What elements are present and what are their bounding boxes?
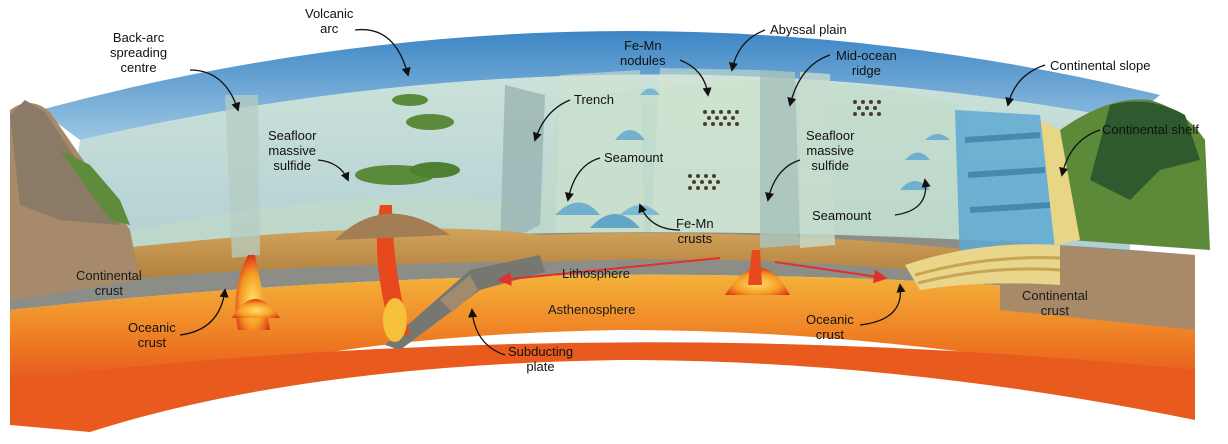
callout-subducting-plate [468, 308, 506, 356]
ridge-conduit [748, 250, 762, 285]
asthenosphere-layer [10, 274, 1195, 410]
seamount [555, 202, 600, 215]
continental-shelf-sand [1040, 120, 1080, 245]
continental-slope [955, 110, 1055, 265]
right-forest-dark [1090, 101, 1200, 200]
seamount [905, 152, 930, 160]
callout-abyssal-plain [728, 29, 766, 72]
label-oceanic-crust-right: Oceanic crust [806, 312, 854, 342]
label-trench: Trench [574, 92, 614, 107]
abyssal-panel [650, 68, 760, 245]
callout-fe-mn-crusts [638, 203, 681, 231]
label-mid-ocean-ridge: Mid-ocean ridge [836, 48, 897, 78]
label-abyssal-plain: Abyssal plain [770, 22, 847, 37]
label-seamount-right: Seamount [812, 208, 872, 223]
callout-sulfide-left [317, 159, 350, 182]
label-continental-slope: Continental slope [1050, 58, 1151, 73]
callout-oceanic-crust-right [859, 283, 906, 326]
back-arc-rift [225, 95, 260, 258]
label-volcanic-arc: Volcanic arc [305, 6, 354, 36]
plate-motion-arrow [497, 257, 721, 286]
label-lithosphere: Lithosphere [562, 266, 630, 281]
fe-mn-nodules-field [688, 174, 720, 190]
oceanic-crust-layer [60, 228, 1100, 290]
label-asthenosphere: Asthenosphere [548, 302, 636, 317]
mantle-lower [10, 342, 1195, 432]
seamount [590, 214, 640, 228]
slope-ridge [967, 167, 1046, 178]
seamount [615, 130, 645, 140]
plate-motion-arrow [774, 261, 888, 284]
callout-back-arc [189, 69, 241, 112]
seamount [925, 134, 950, 140]
callout-seamount-right [894, 178, 931, 216]
island [392, 94, 428, 106]
mid-ocean-ridge-band [760, 70, 800, 248]
arc-magma-chamber [383, 298, 407, 342]
ocean-surface [40, 31, 1160, 140]
label-seamount-center: Seamount [604, 150, 664, 165]
subducting-plate-front [440, 275, 478, 312]
back-arc-lava-pool [232, 299, 280, 318]
volcanic-arc-mound [335, 213, 450, 240]
label-continental-crust-right: Continental crust [1022, 288, 1088, 318]
callout-continental-shelf [1059, 129, 1101, 177]
callout-mid-ocean-ridge [787, 54, 831, 107]
callout-seamount-center [564, 157, 601, 202]
island [406, 114, 454, 130]
trench-wall [500, 85, 545, 245]
fe-mn-nodules-field [853, 100, 881, 116]
label-seafloor-sulfide-left: Seafloor massive sulfide [268, 128, 317, 173]
slope-ridge [969, 202, 1051, 213]
label-subducting-plate: Subducting plate [508, 344, 574, 374]
label-fe-mn-crusts: Fe-Mn crusts [676, 216, 714, 246]
callout-volcanic-arc [354, 28, 411, 77]
callout-trench [532, 99, 571, 142]
label-back-arc: Back-arc spreading centre [110, 30, 168, 75]
island [410, 162, 460, 178]
callout-continental-slope [1005, 64, 1046, 107]
label-continental-crust-left: Continental crust [76, 268, 142, 298]
sediment-stripe [914, 256, 1061, 277]
label-seafloor-sulfide-right: Seafloor massive sulfide [806, 128, 855, 173]
label-continental-shelf: Continental shelf [1102, 122, 1199, 137]
mid-ocean-ridge-band [800, 72, 835, 248]
callout-fe-mn-nodules [679, 59, 712, 97]
callout-sulfide-right [765, 159, 801, 202]
left-vegetation [60, 150, 130, 225]
sediment-stripe [917, 267, 1061, 285]
fe-mn-nodules-field [703, 110, 739, 126]
label-oceanic-crust-left: Oceanic crust [128, 320, 176, 350]
callout-oceanic-crust-left [179, 288, 229, 336]
seamount [640, 88, 660, 95]
label-fe-mn-nodules: Fe-Mn nodules [620, 38, 666, 68]
slope-ridge [964, 132, 1041, 143]
